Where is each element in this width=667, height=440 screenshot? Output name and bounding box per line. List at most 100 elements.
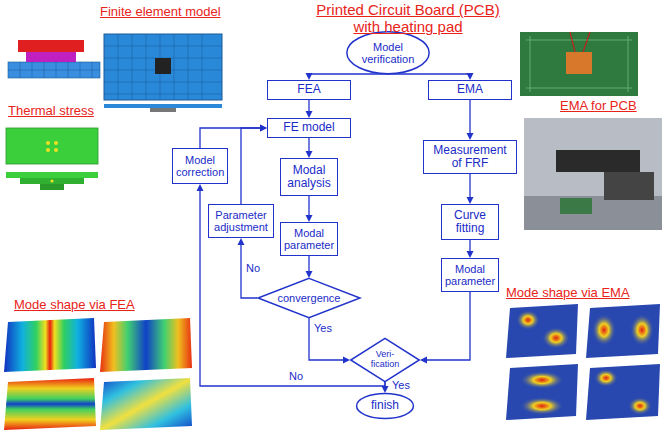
heater-wire (570, 32, 590, 52)
process-box: Modal analysis (280, 158, 338, 196)
fe-edge-view (104, 104, 222, 108)
thermal-spot (46, 141, 50, 145)
flow-connector (382, 382, 389, 393)
connector-line (308, 196, 309, 216)
connector-line (308, 256, 309, 272)
diamond-outline (258, 278, 360, 317)
flow-connector (306, 138, 313, 158)
node-text: convergence (269, 292, 349, 304)
process-box: Modal parameter (441, 258, 499, 292)
thermal-spot (54, 141, 58, 145)
thermal-side (20, 178, 84, 184)
edge-label: No (288, 370, 304, 382)
process-box: Parameter adjustment (208, 204, 274, 238)
ema-photo (524, 118, 662, 230)
node-text: Measurement of FRF (427, 144, 513, 170)
ema-mode-shape (506, 304, 578, 358)
section-heading: Thermal stress (8, 104, 94, 119)
process-box: Model correction (172, 148, 228, 184)
ema-blob (628, 397, 652, 415)
process-box: EMA (428, 80, 512, 100)
flow-connector (420, 292, 470, 364)
fe-chip (155, 58, 171, 74)
flow-connector (467, 100, 474, 140)
fe-layer (26, 52, 76, 62)
ema-blob (542, 327, 570, 349)
arrow-head (197, 184, 204, 191)
section-heading: EMA for PCB (560, 99, 637, 114)
fe-mesh (8, 62, 100, 78)
connector-line (469, 174, 470, 198)
thermal-spot (54, 148, 58, 152)
analyzer-device (556, 150, 640, 172)
connector-line (241, 128, 261, 204)
flow-connector (306, 196, 313, 222)
connector-line (309, 318, 344, 360)
flow-connector (200, 125, 267, 149)
process-box: Modal parameter (280, 222, 338, 256)
ema-mode-shape (586, 364, 660, 420)
thermal-side (40, 184, 64, 190)
terminal-ellipse: Model verification (346, 31, 430, 75)
fea-mode-shape (100, 378, 192, 430)
arrow-head (306, 151, 313, 158)
process-box: FE model (267, 118, 351, 138)
flow-connector (306, 256, 313, 278)
arrow-head (260, 125, 267, 132)
flow-connector (467, 240, 474, 258)
fe-top-view (104, 34, 222, 100)
fe-mesh (104, 34, 222, 100)
node-text: Model verification (353, 41, 423, 65)
arrow-head (306, 271, 313, 278)
node-text: finish (362, 399, 408, 412)
connector-line (308, 100, 309, 112)
heating-pad (566, 52, 592, 74)
fea-mode-shape (4, 378, 96, 430)
connector-line (308, 138, 309, 152)
ema-blob (592, 314, 616, 346)
node-text: Veri- fication (367, 350, 403, 370)
ema-blob (594, 369, 618, 387)
section-heading: Mode shape via EMA (506, 286, 630, 301)
ema-blob (630, 314, 654, 346)
flow-connector (467, 174, 474, 204)
laptop (604, 172, 654, 200)
edge-label: Yes (313, 322, 333, 334)
arrow-head (467, 133, 474, 140)
section-heading: Printed Circuit Board (PCB) with heating… (308, 1, 508, 36)
arrow-head (306, 111, 313, 118)
node-text: Curve fitting (445, 209, 495, 235)
fe-base (8, 62, 100, 78)
node-text: FEA (271, 83, 347, 96)
pcb-traces (526, 36, 632, 92)
ellipse-outline (357, 394, 414, 419)
thermal-spot (50, 179, 53, 182)
connector-line (200, 128, 261, 148)
node-text: Modal analysis (284, 164, 334, 190)
fea-mode-shape (100, 318, 192, 372)
fe-layer (18, 40, 84, 52)
ema-mode-shape (506, 364, 578, 420)
fe-edge-view (150, 108, 176, 112)
ema-blob (520, 397, 564, 415)
connector-line (469, 100, 470, 134)
process-box: Curve fitting (441, 204, 499, 240)
flow-connector (306, 73, 389, 80)
arrow-head (467, 197, 474, 204)
edge-label: No (245, 262, 261, 274)
arrow-head (306, 73, 313, 80)
arrow-head (467, 251, 474, 258)
arrow-head (343, 357, 350, 364)
ema-mode-shape (586, 304, 660, 358)
thermal-side (6, 172, 98, 178)
node-text: Model correction (176, 154, 224, 178)
section-heading: Mode shape via FEA (14, 298, 135, 313)
process-box: Measurement of FRF (423, 140, 517, 174)
node-text: EMA (432, 83, 508, 96)
arrow-head (306, 215, 313, 222)
flow-connector (306, 100, 313, 118)
ellipse-outline (347, 32, 429, 74)
section-heading: Finite element model (100, 5, 221, 20)
